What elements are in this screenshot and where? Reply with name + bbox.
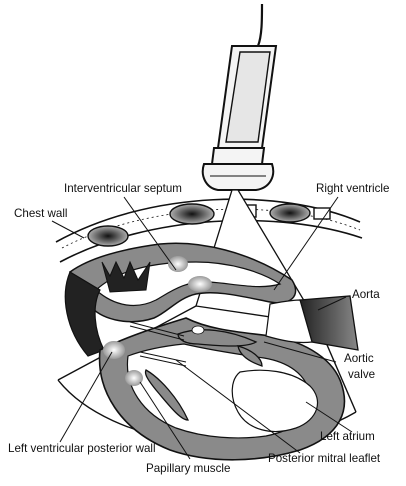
rib-cross-sections (88, 204, 330, 246)
ultrasound-transducer-icon (203, 4, 276, 190)
label-left-atrium: Left atrium (320, 430, 375, 443)
label-aortic-valve-line2: valve (348, 368, 375, 381)
label-chest-wall: Chest wall (14, 207, 67, 220)
label-aorta: Aorta (352, 288, 380, 301)
label-papillary-muscle: Papillary muscle (146, 462, 230, 475)
label-interventricular-septum: Interventricular septum (64, 182, 182, 195)
label-aortic-valve-line1: Aortic (344, 352, 374, 365)
label-posterior-mitral-leaflet: Posterior mitral leaflet (268, 452, 381, 465)
label-right-ventricle: Right ventricle (316, 182, 389, 195)
label-left-ventricular-posterior-wall: Left ventricular posterior wall (8, 442, 156, 455)
